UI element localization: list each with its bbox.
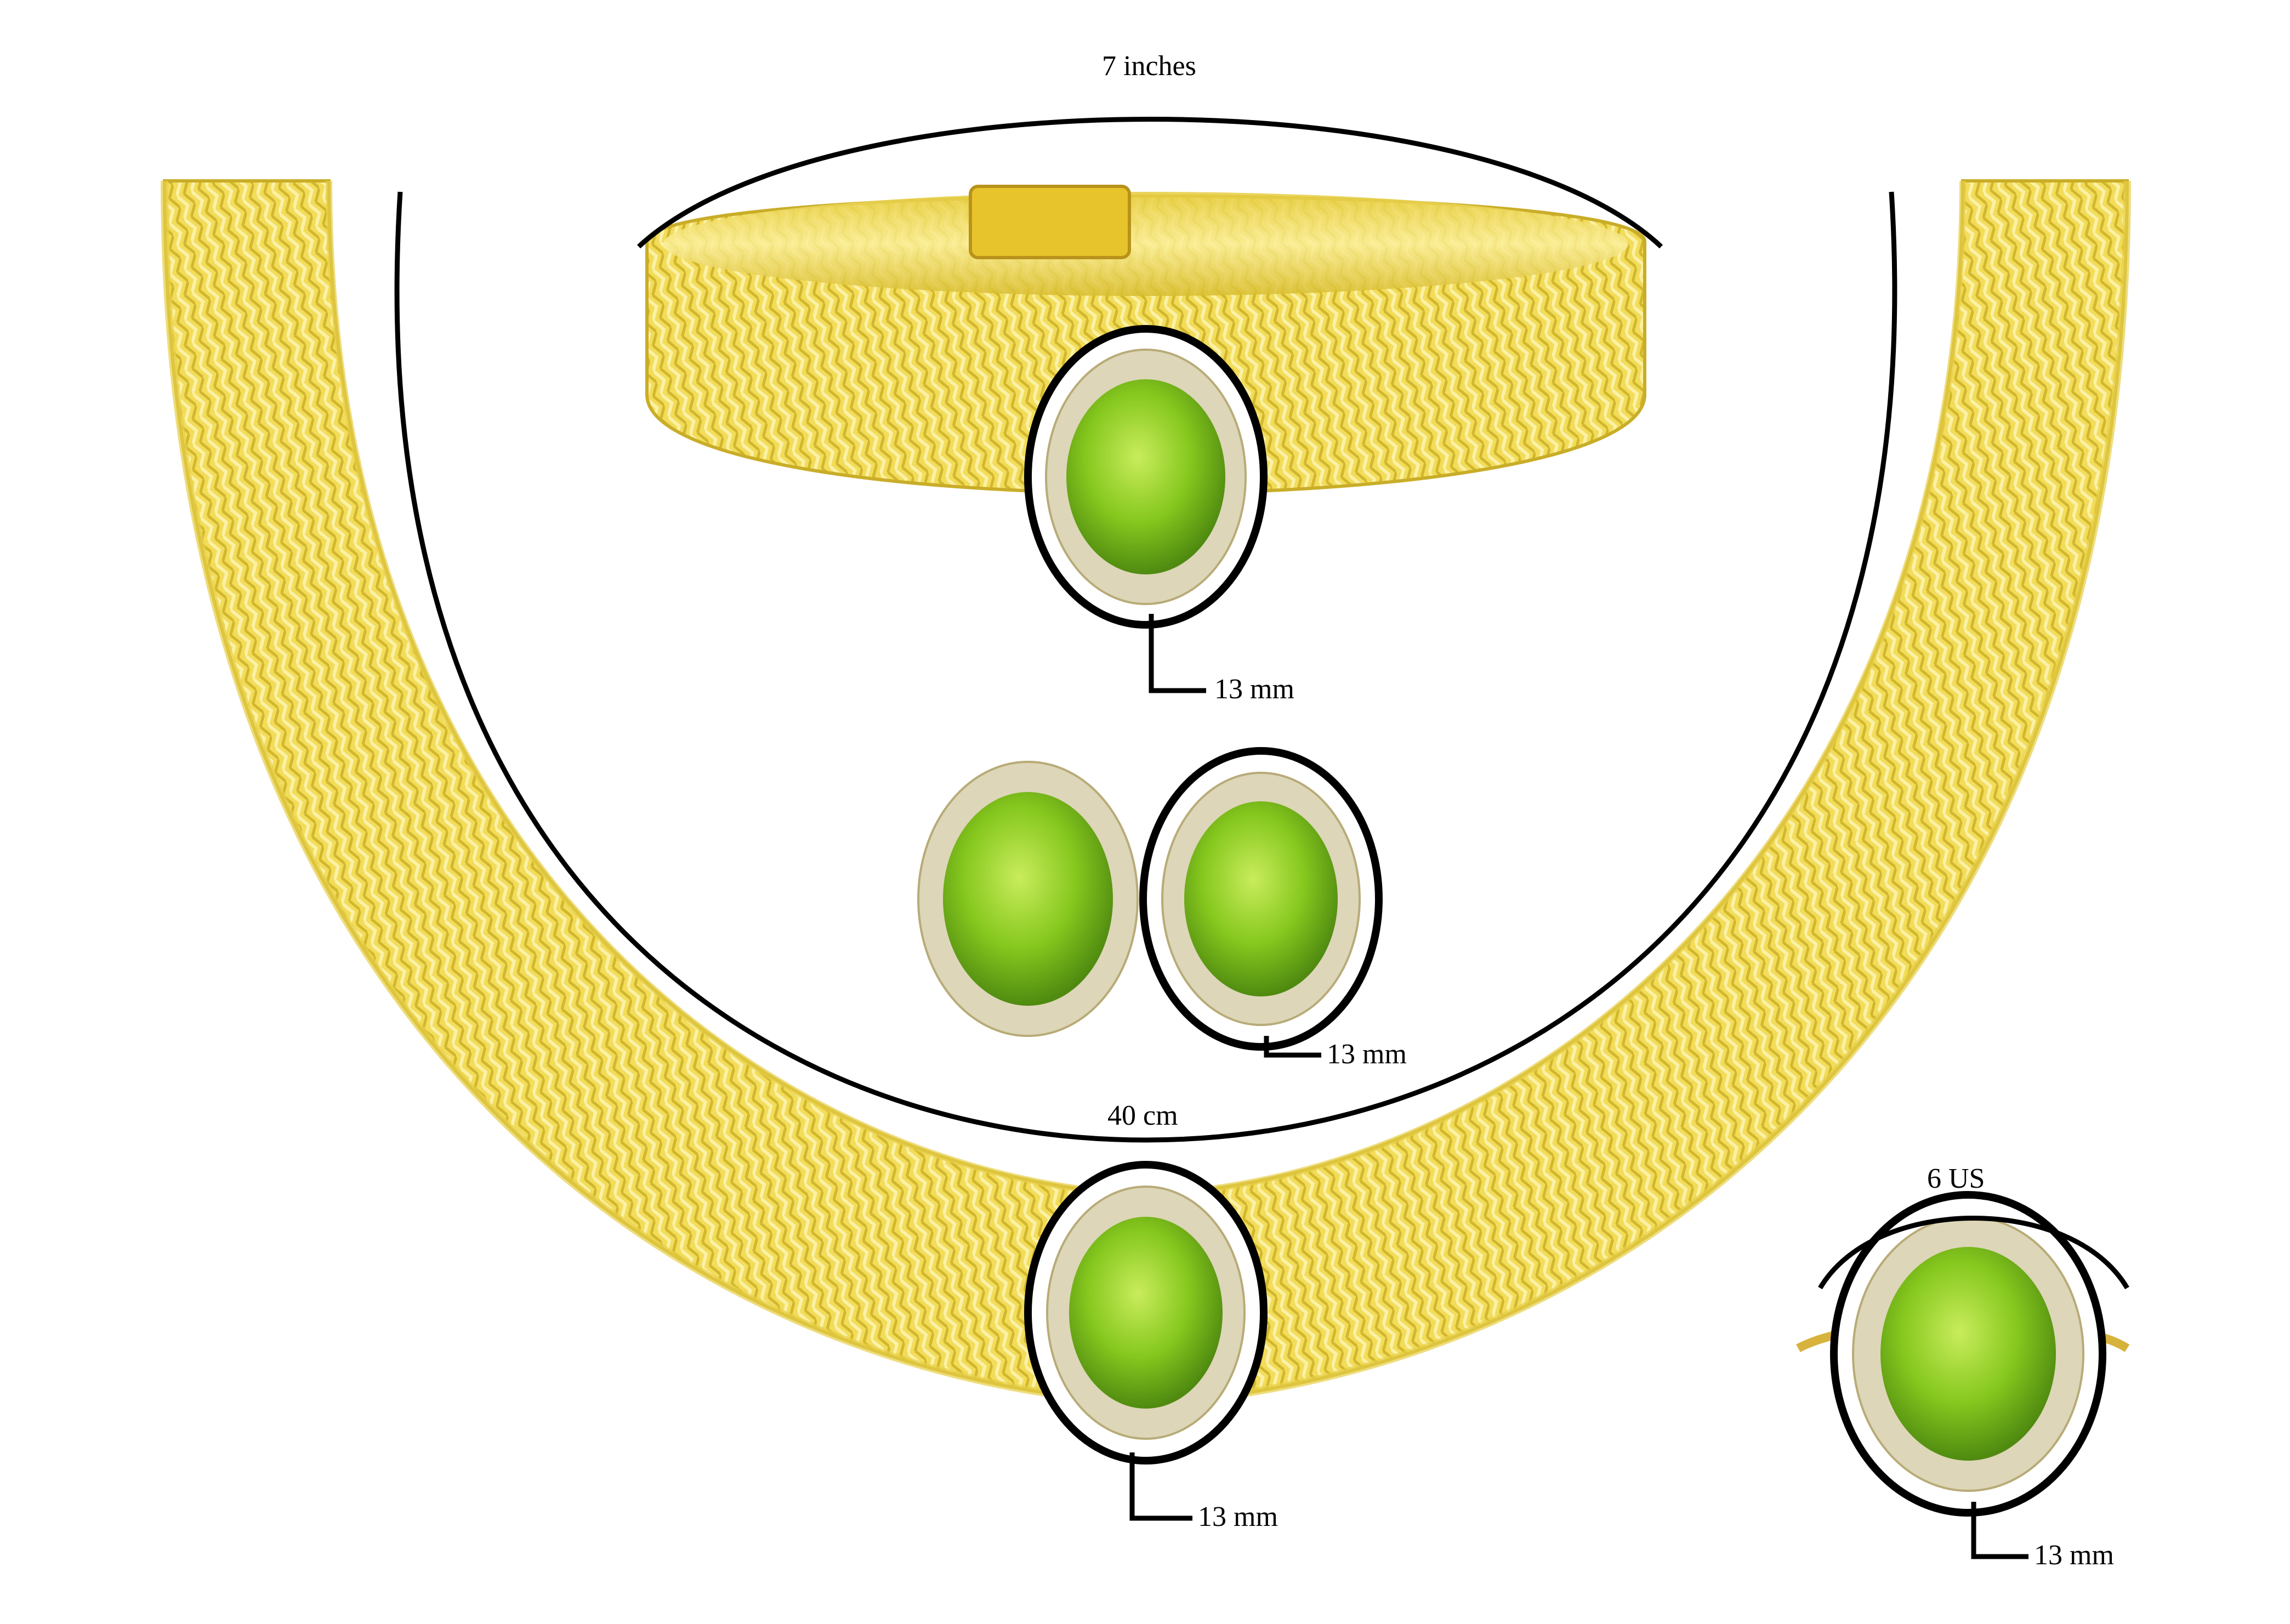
ring-size-label: 6 US (1927, 1163, 1985, 1194)
earrings (917, 747, 1383, 1051)
necklace-length-label: 40 cm (1107, 1100, 1178, 1131)
measurement-lines (394, 117, 2129, 1559)
necklace-pendant (1024, 1161, 1268, 1465)
earring-stone-size-label: 13 mm (1327, 1039, 1407, 1070)
bracelet-length-label: 7 inches (1102, 50, 1196, 82)
ring-head (1830, 1191, 2106, 1517)
earring-left (917, 761, 1139, 1037)
earring-stone-leader (1264, 1036, 1321, 1058)
necklace-stone-size-label: 13 mm (1198, 1501, 1278, 1532)
bracelet-clasp (969, 185, 1131, 259)
ring (1796, 1191, 2130, 1517)
ring-stone-leader (1971, 1502, 2028, 1559)
ring-stone-size-label: 13 mm (2034, 1540, 2114, 1571)
bracelet-stone-size-label: 13 mm (1214, 674, 1294, 705)
necklace-stone-leader (1129, 1452, 1192, 1521)
bracelet-centerpiece (1024, 325, 1268, 629)
earring-right (1139, 747, 1383, 1051)
necklace (161, 179, 2131, 1465)
bracelet (645, 185, 1646, 629)
bracelet-stone-leader (1149, 614, 1206, 693)
ring-size-arc (1818, 1216, 2129, 1290)
necklace-length-arc (394, 191, 1897, 1143)
bracelet-length-arc (637, 117, 1663, 249)
